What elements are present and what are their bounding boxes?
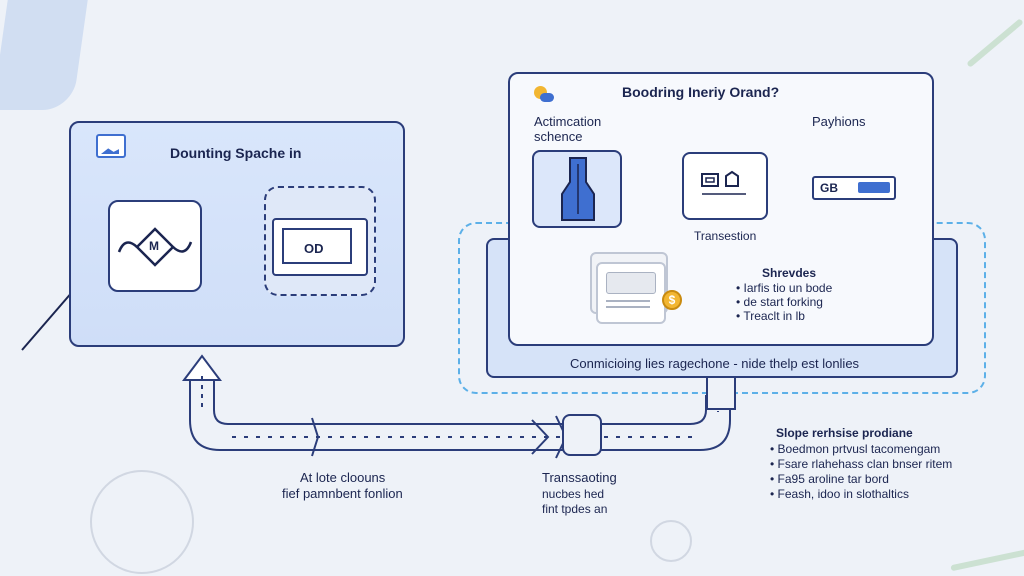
bottom-left-caption-line1: At lote cloouns — [300, 470, 386, 485]
bottom-right-heading: Slope rerhsise prodiane — [776, 426, 913, 440]
sun-cloud-icon — [534, 86, 554, 106]
dollar-coin-icon: $ — [662, 290, 682, 310]
od-card — [272, 218, 368, 276]
activation-label-2: schence — [534, 129, 583, 144]
landscape-icon — [96, 134, 126, 158]
right-panel-footer: Conmicioing lies ragechone - nide thelp … — [570, 356, 860, 371]
pipe-chevron-mid — [531, 419, 550, 455]
bottom-right-item: • Fa95 aroline tar bord — [770, 472, 889, 486]
bottom-right-item: • Feash, idoo in slothaltics — [770, 487, 909, 501]
transaction-node-icon — [701, 170, 746, 195]
bottom-right-item: • Boedmon prtvusl tacomengam — [770, 442, 941, 456]
bottom-mid-caption-line1: nucbes hed — [542, 487, 605, 501]
m-node-label: M — [149, 239, 159, 253]
activation-label-1: Actimcation — [534, 114, 602, 129]
receipt-lines — [606, 300, 650, 302]
payhions-label: Payhions — [812, 114, 866, 129]
m-node-symbol-icon — [117, 227, 193, 267]
bottom-left-caption-line2: fief pamnbent fonlion — [282, 486, 403, 501]
bottom-right-item: • Fsare rlahehass clan bnser ritem — [770, 457, 953, 471]
background-circle-icon — [650, 520, 692, 562]
phone-device-icon — [561, 157, 595, 221]
bottom-mid-caption-line2: fint tpdes an — [542, 502, 608, 516]
shrevdes-item: • Treaclt in lb — [736, 309, 805, 323]
od-label: OD — [304, 241, 324, 256]
shrevdes-heading: Shrevdes — [762, 266, 817, 280]
left-panel-title: Dounting Spache in — [170, 145, 302, 161]
pipe-stub-box — [706, 378, 736, 410]
shrevdes-item: • de start forking — [736, 295, 823, 309]
pipe-junction-box — [562, 414, 602, 456]
pipe-chevron-left — [311, 417, 320, 457]
gb-label: GB — [820, 181, 838, 195]
return-pipe-inner — [213, 380, 707, 425]
shrevdes-item: • Iarfis tio un bode — [736, 281, 833, 295]
background-wheel-icon — [90, 470, 194, 574]
receipt-header-bar — [606, 272, 656, 294]
return-pipe-outer — [189, 380, 731, 451]
gb-indicator-bar — [858, 182, 890, 193]
bottom-mid-caption-heading: Transsaoting — [542, 470, 617, 485]
transaction-node-label: Transestion — [694, 229, 757, 243]
right-panel-title: Boodring Ineriy Orand? — [622, 84, 780, 100]
od-card-inner — [282, 228, 352, 264]
